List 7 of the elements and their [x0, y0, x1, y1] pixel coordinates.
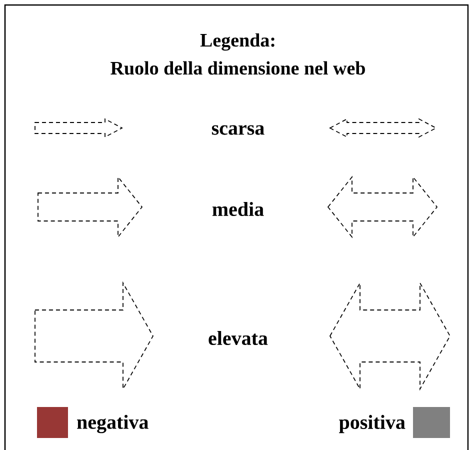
legend-label: media — [212, 202, 264, 216]
legend-label: elevata — [208, 330, 268, 346]
legend-label: negativa — [77, 414, 148, 434]
legend-label: positiva — [339, 414, 406, 434]
legend-label: scarsa — [212, 125, 264, 135]
legend-subtitle: Ruolo della dimensione nel web — [110, 61, 365, 75]
legend-title: Legenda: — [200, 33, 274, 51]
